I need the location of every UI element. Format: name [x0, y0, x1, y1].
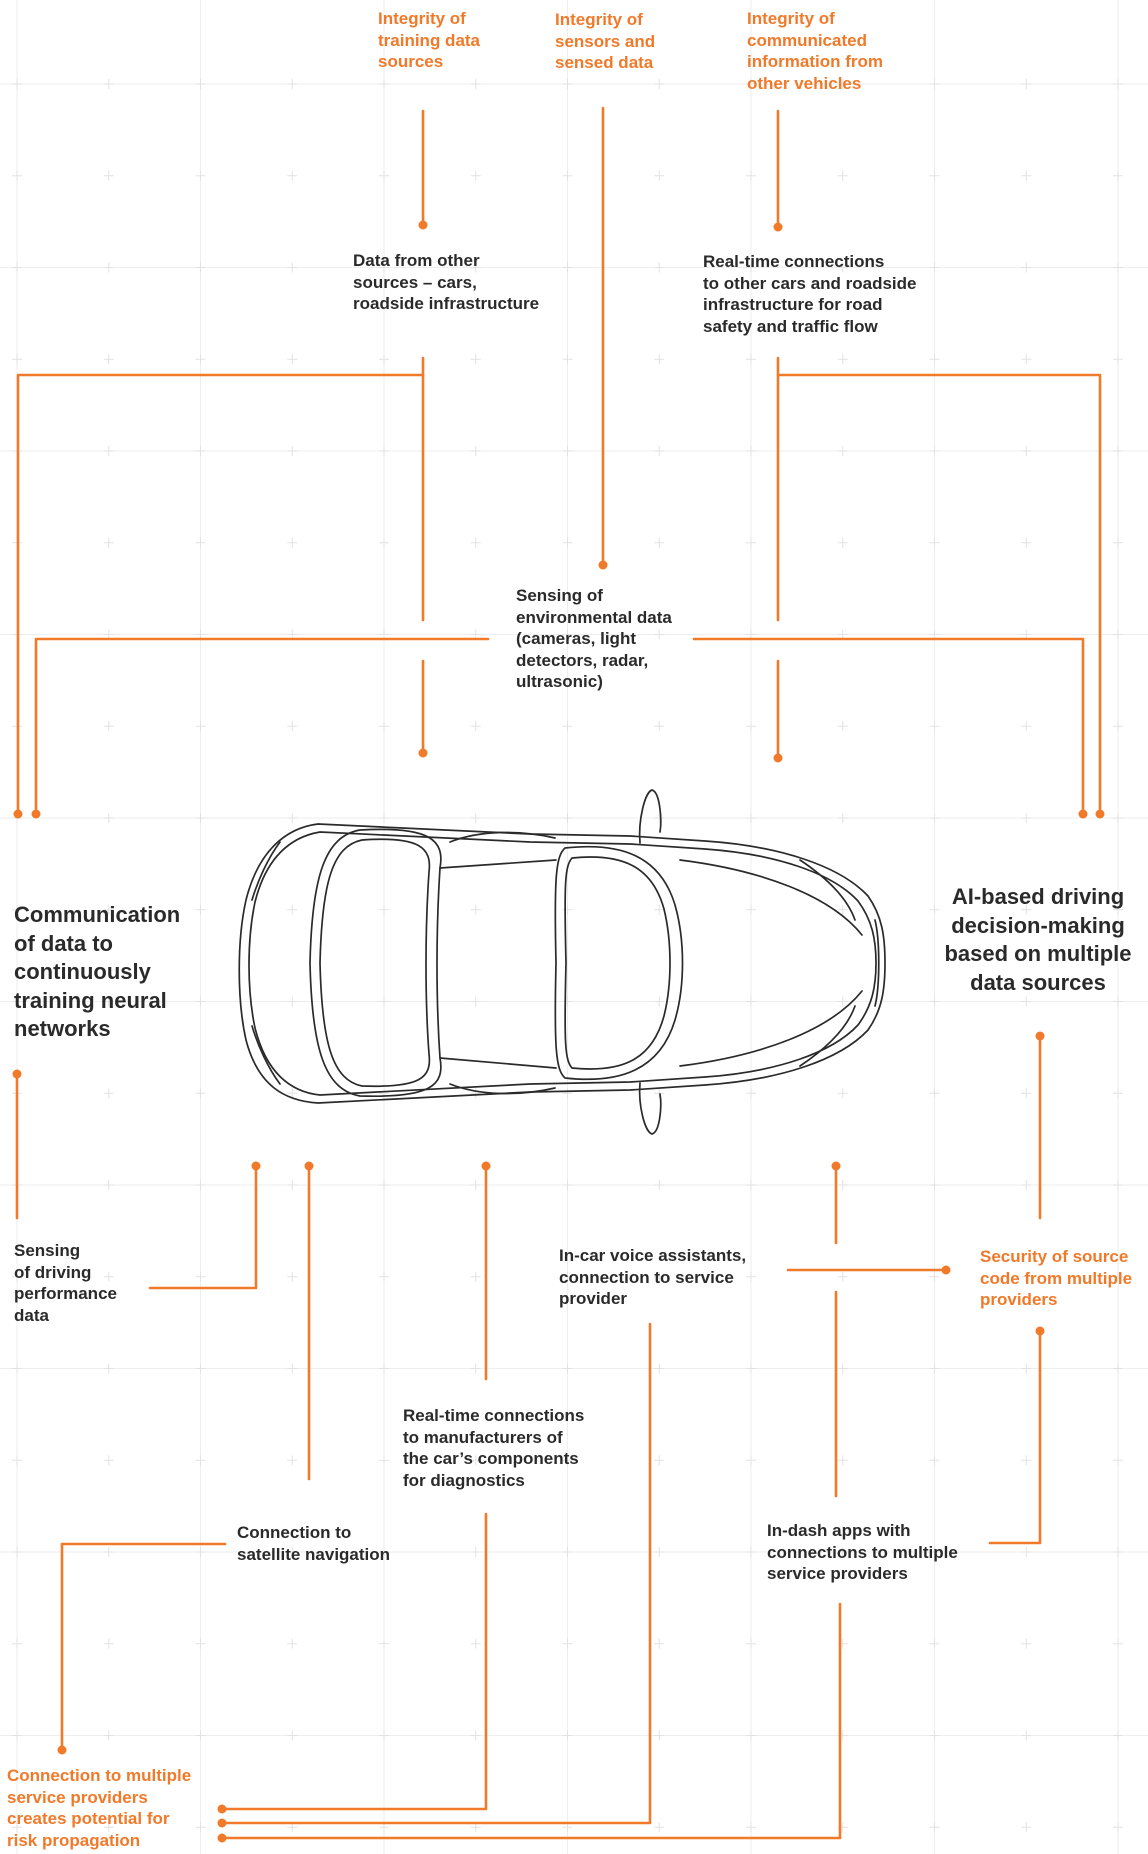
dot-satellite — [304, 1161, 314, 1171]
label-driving-performance: Sensing of driving performance data — [14, 1241, 117, 1325]
risk-propagation: Connection to multiple service providers… — [7, 1766, 192, 1850]
dot-neural-a — [13, 809, 23, 819]
dot-driving-performance — [251, 1161, 261, 1171]
connector-roadside-to-ai — [776, 373, 1102, 815]
label-manufacturers: Real-time connections to manufacturers o… — [403, 1406, 585, 1490]
dot-ai-a — [1078, 809, 1088, 819]
dot-voice-to-source-code — [941, 1265, 951, 1275]
label-neural-training: Communication of data to continuously tr… — [14, 902, 181, 1041]
label-environmental: Sensing of environmental data (cameras, … — [516, 586, 672, 691]
dot-satellite-risk — [57, 1745, 67, 1755]
label-voice-assistants: In-car voice assistants, connection to s… — [559, 1246, 747, 1308]
dot-ai-down — [1035, 1031, 1045, 1041]
risk-source-code: Security of source code from multiple pr… — [980, 1247, 1133, 1309]
dot-other-sources — [418, 748, 428, 758]
label-realtime-roadside: Real-time connections to other cars and … — [703, 252, 917, 336]
label-ai-decision: AI-based driving decision-making based o… — [944, 884, 1132, 995]
connector-in-dash-to-risk — [220, 1602, 842, 1840]
risk-sensors: Integrity of sensors and sensed data — [555, 10, 656, 72]
dot-source-code-lower — [1035, 1326, 1045, 1336]
dot-neural-b — [31, 809, 41, 819]
connector-voice-to-risk — [220, 1322, 652, 1825]
dot-sensors — [598, 560, 608, 570]
connector-manufacturers-to-risk — [220, 1512, 488, 1811]
dot-ai-b — [1095, 809, 1105, 819]
dot-risk-1 — [217, 1804, 227, 1814]
dot-risk-3 — [217, 1833, 227, 1843]
label-in-dash-apps: In-dash apps with connections to multipl… — [767, 1521, 958, 1583]
dot-neural-down — [12, 1069, 22, 1079]
dot-roadside — [773, 753, 783, 763]
risk-v2v: Integrity of communicated information fr… — [747, 9, 883, 93]
risk-training-data: Integrity of training data sources — [378, 9, 481, 71]
dot-manufacturers — [481, 1161, 491, 1171]
dot-training-data — [418, 220, 428, 230]
label-satellite: Connection to satellite navigation — [237, 1523, 391, 1564]
dot-in-dash — [831, 1161, 841, 1171]
connector-environmental-right — [692, 637, 1085, 815]
dot-risk-2 — [217, 1818, 227, 1828]
connector-environmental-left — [34, 637, 490, 815]
dot-v2v — [773, 222, 783, 232]
car-icon — [238, 789, 886, 1135]
connector-satellite-to-risk — [60, 1542, 227, 1750]
connector-in-dash-to-source-code — [988, 1330, 1042, 1545]
connector-other-sources-to-neural — [16, 373, 425, 815]
connector-driving-performance — [148, 1165, 258, 1290]
label-other-sources: Data from other sources – cars, roadside… — [353, 251, 540, 313]
